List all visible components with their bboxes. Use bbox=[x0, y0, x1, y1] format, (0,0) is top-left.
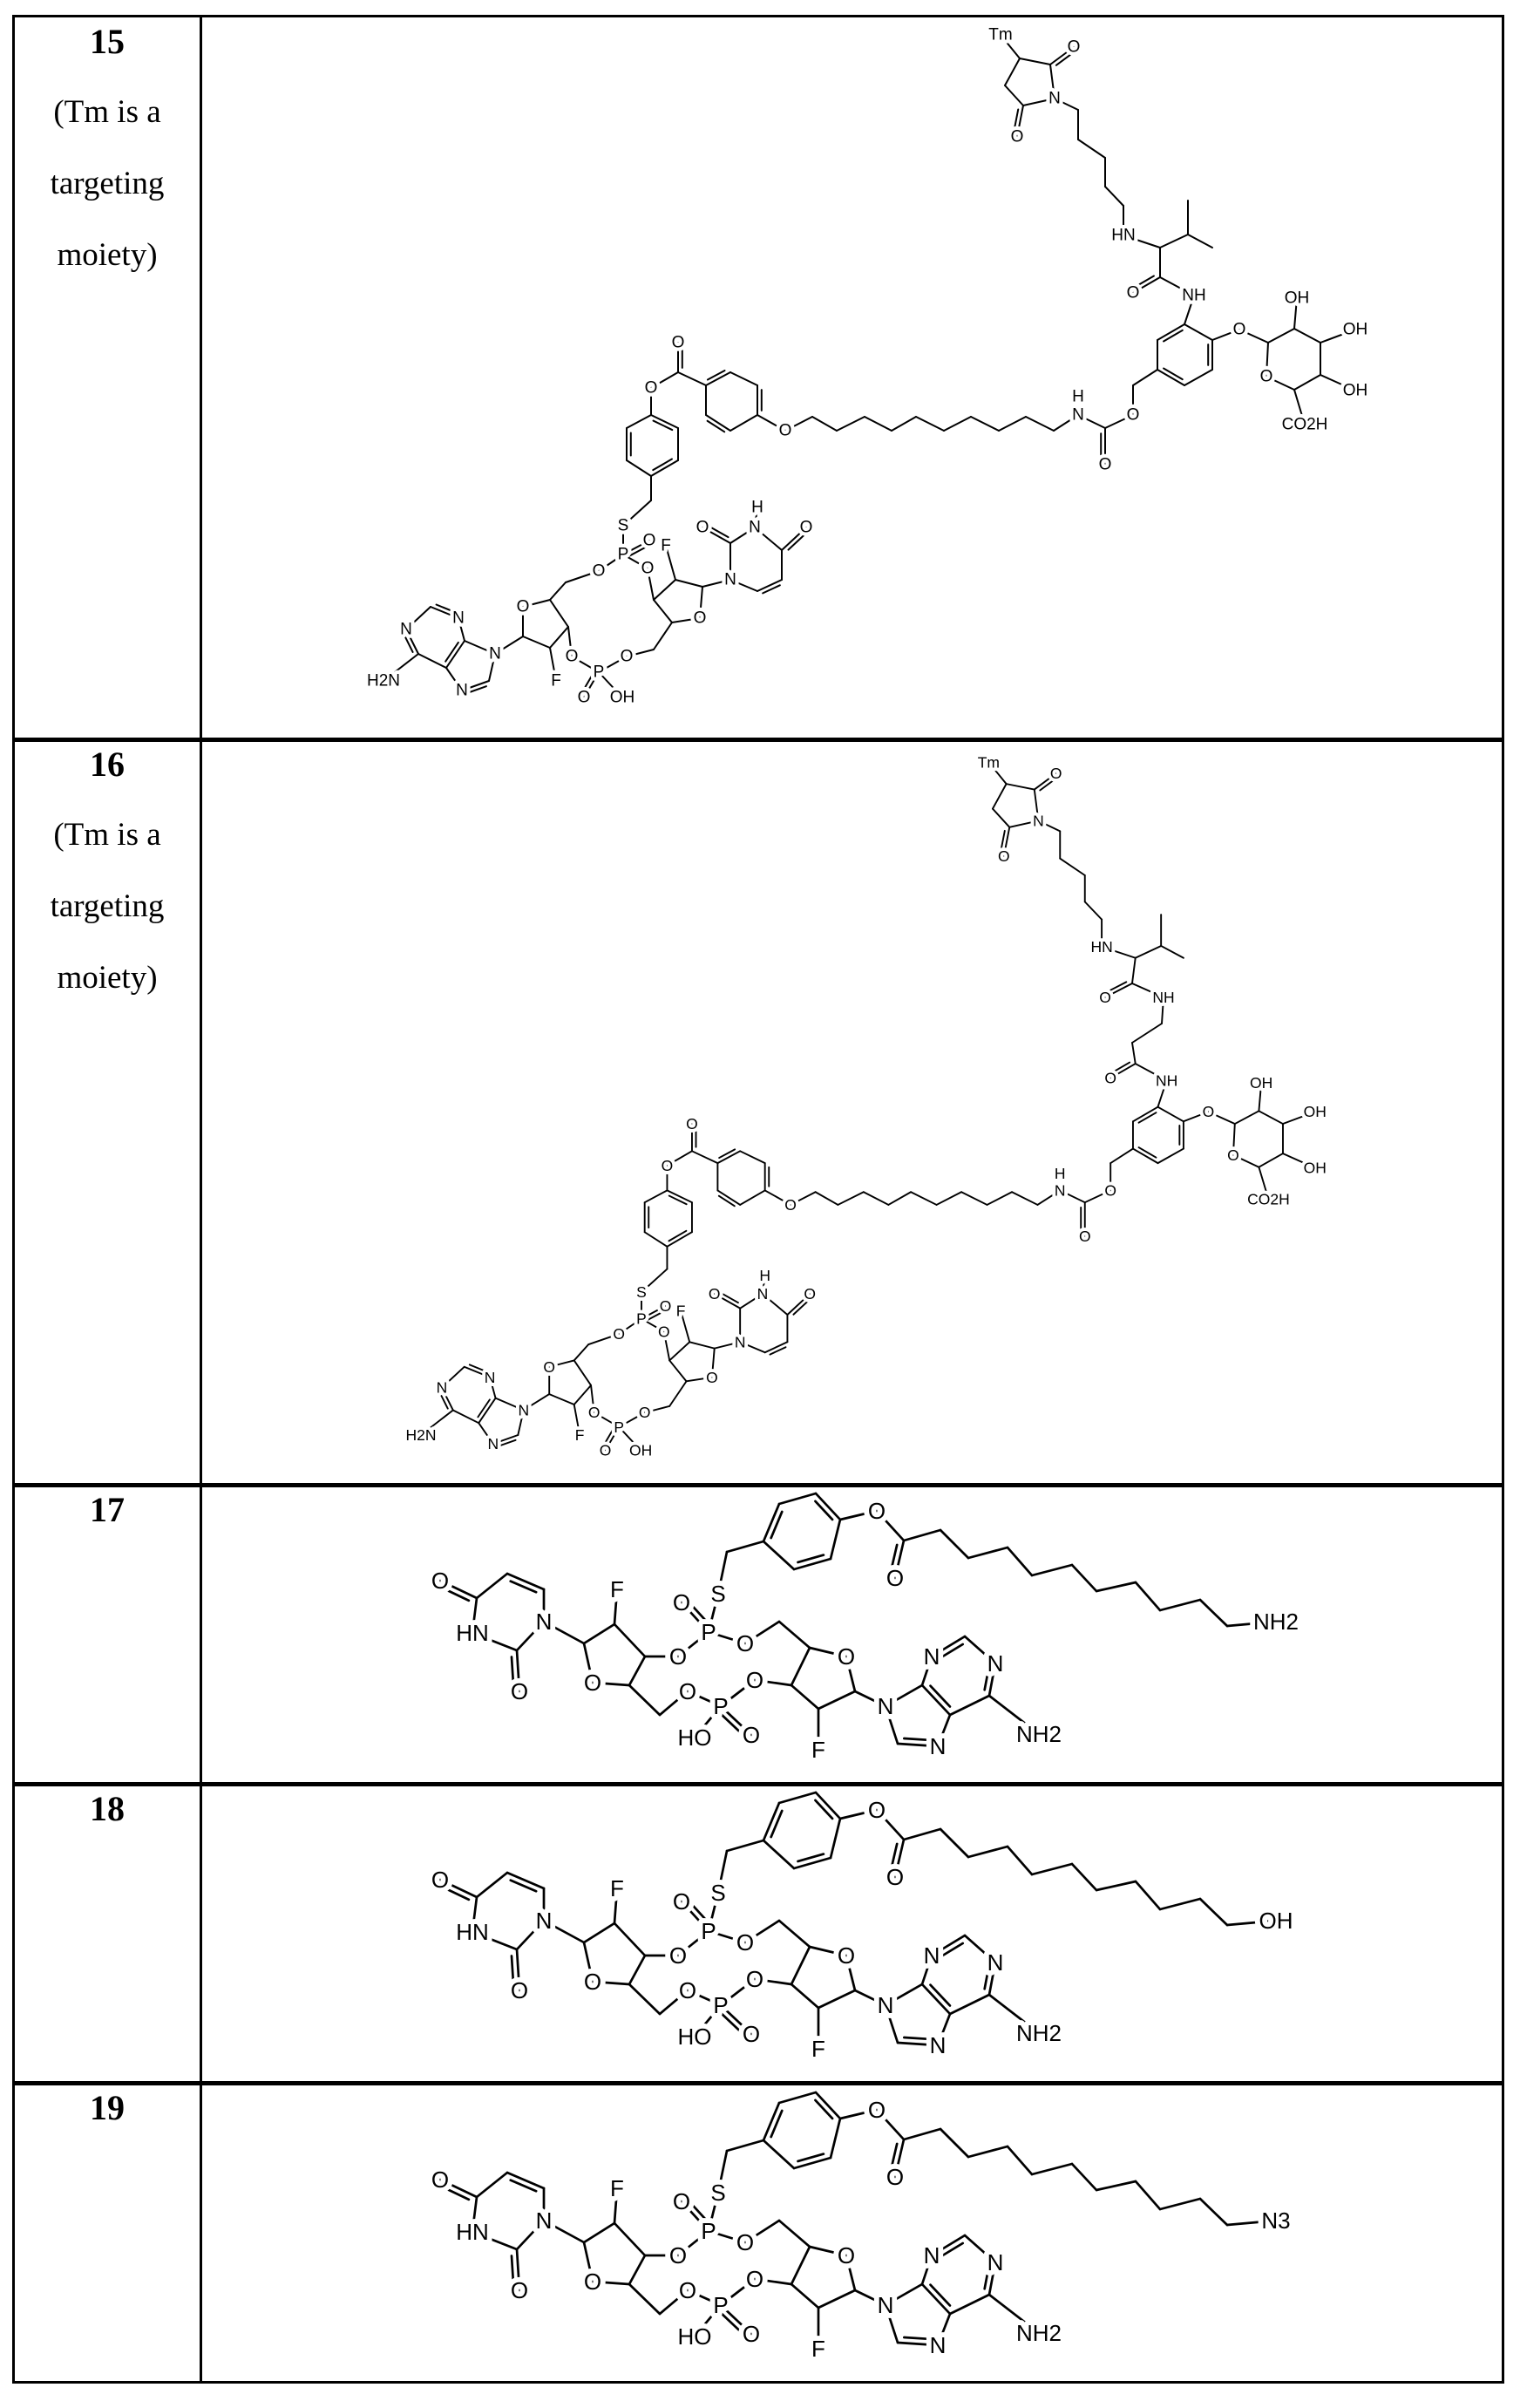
structure-cell bbox=[200, 2084, 1502, 2381]
structure-cell bbox=[200, 1785, 1502, 2083]
compound-number-cell: 16 (Tm is a targeting moiety) bbox=[15, 740, 202, 1485]
compound-number: 18 bbox=[15, 1774, 200, 1844]
compound-note-line: moiety) bbox=[15, 220, 200, 291]
structure-cell bbox=[200, 740, 1502, 1485]
table-row-compound-16: 16 (Tm is a targeting moiety) bbox=[12, 738, 1504, 1487]
table-row-compound-18: 18 bbox=[12, 1782, 1504, 2085]
compound-number-cell: 18 bbox=[15, 1785, 202, 2083]
compound-note-line: (Tm is a bbox=[15, 77, 200, 148]
compound-number: 16 bbox=[15, 730, 200, 799]
table-row-compound-19: 19 bbox=[12, 2081, 1504, 2384]
structure-cell bbox=[200, 1486, 1502, 1784]
compound-note-line: (Tm is a bbox=[15, 799, 200, 871]
compound-note-line: targeting bbox=[15, 871, 200, 942]
compound-number-cell: 19 bbox=[15, 2084, 202, 2381]
compound-number-cell: 15 (Tm is a targeting moiety) bbox=[15, 17, 202, 739]
table-row-compound-15: 15 (Tm is a targeting moiety) bbox=[12, 15, 1504, 742]
compound-note-line: moiety) bbox=[15, 942, 200, 1014]
compound-number: 17 bbox=[15, 1475, 200, 1545]
compound-number: 15 bbox=[15, 7, 200, 77]
compound-note-line: targeting bbox=[15, 148, 200, 220]
table-row-compound-17: 17 bbox=[12, 1483, 1504, 1786]
structure-cell bbox=[200, 17, 1502, 739]
compound-number-cell: 17 bbox=[15, 1486, 202, 1784]
compound-number: 19 bbox=[15, 2073, 200, 2143]
